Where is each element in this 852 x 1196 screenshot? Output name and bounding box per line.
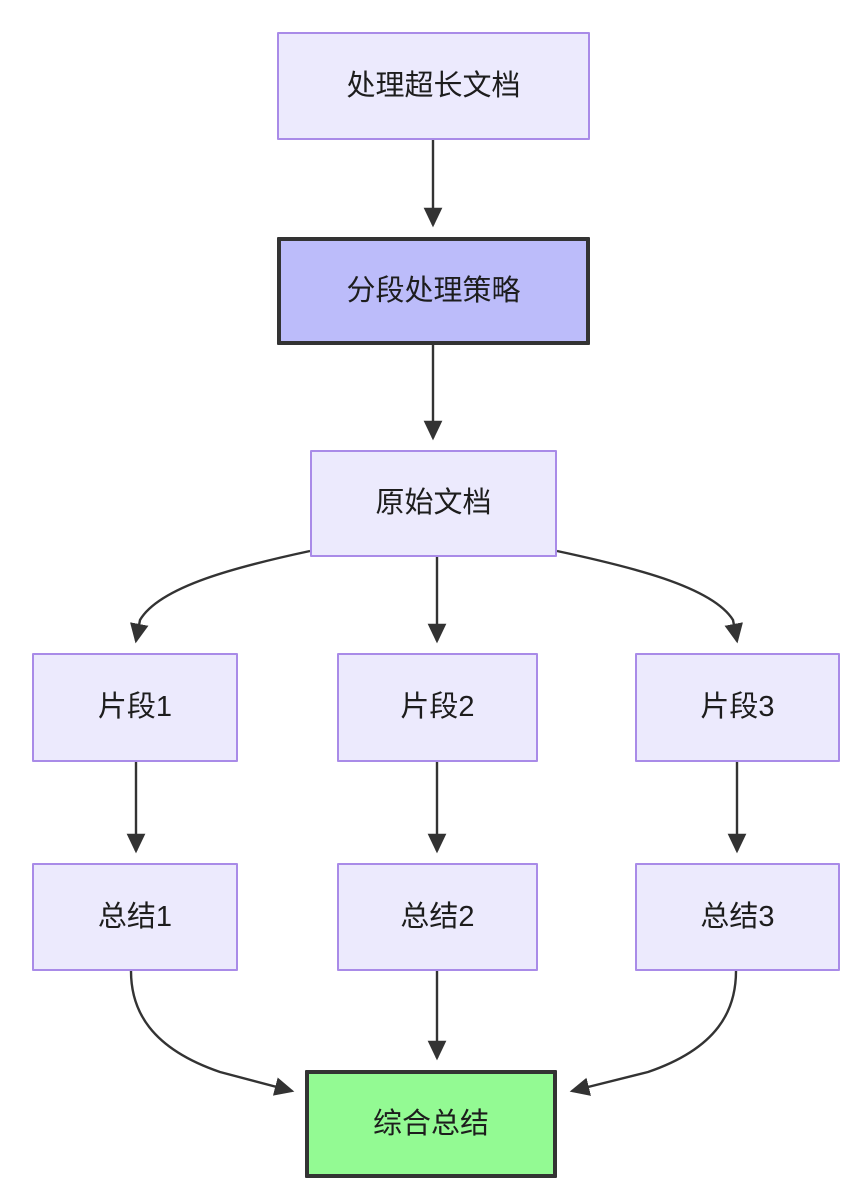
- node-chunk-2[interactable]: 片段2: [337, 653, 538, 762]
- edge-sum1-to-final: [129, 970, 295, 1096]
- edge-source-to-chunk3: [556, 549, 743, 644]
- node-final-summary-label: 综合总结: [372, 1107, 489, 1140]
- node-chunk-1-label: 片段1: [97, 691, 173, 724]
- edge-sum3-to-final: [569, 970, 738, 1096]
- node-source-document[interactable]: 原始文档: [310, 450, 557, 557]
- node-summary-1[interactable]: 总结1: [32, 863, 238, 971]
- node-summary-3-label: 总结3: [700, 900, 775, 933]
- node-strategy-label: 分段处理策略: [346, 274, 521, 307]
- node-chunk-3[interactable]: 片段3: [635, 653, 840, 762]
- node-summary-2[interactable]: 总结2: [337, 863, 538, 971]
- node-chunk-3-label: 片段3: [700, 691, 775, 724]
- node-chunk-2-label: 片段2: [400, 691, 475, 724]
- node-summary-2-label: 总结2: [400, 900, 475, 933]
- node-root[interactable]: 处理超长文档: [277, 32, 590, 140]
- node-strategy[interactable]: 分段处理策略: [277, 237, 590, 345]
- node-final-summary[interactable]: 综合总结: [305, 1070, 557, 1178]
- node-summary-1-label: 总结1: [97, 900, 173, 933]
- node-chunk-1[interactable]: 片段1: [32, 653, 238, 762]
- edge-source-to-chunk1: [130, 549, 311, 644]
- node-summary-3[interactable]: 总结3: [635, 863, 840, 971]
- node-source-document-label: 原始文档: [375, 487, 492, 520]
- node-root-label: 处理超长文档: [346, 69, 521, 102]
